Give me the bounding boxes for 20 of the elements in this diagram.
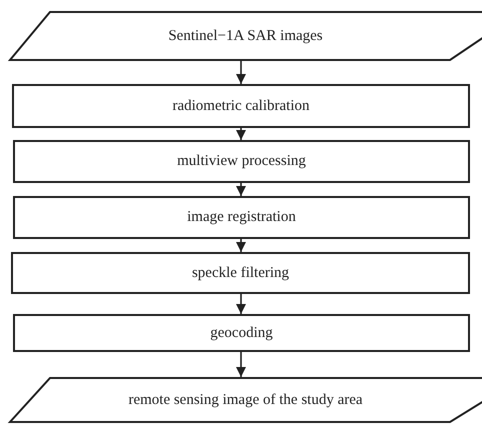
step-label: radiometric calibration (172, 98, 310, 114)
arrow (236, 294, 246, 314)
arrow (236, 239, 246, 252)
data-parallelogram (10, 377, 481, 423)
arrow (236, 183, 246, 196)
step-label: image registration (187, 209, 296, 226)
process-box (13, 140, 470, 183)
data-parallelogram (10, 11, 481, 61)
step-label: multiview processing (177, 153, 306, 170)
process-box (11, 252, 470, 294)
step-label: speckle filtering (192, 264, 290, 282)
arrow (236, 352, 246, 377)
process-box (12, 84, 470, 128)
arrow (236, 128, 246, 140)
arrow (236, 61, 246, 84)
process-box (13, 196, 470, 239)
step-label: Sentinel−1A SAR images (168, 28, 323, 44)
process-box (13, 314, 470, 352)
step-label: geocoding (210, 324, 273, 342)
step-label: remote sensing image of the study area (128, 392, 363, 408)
